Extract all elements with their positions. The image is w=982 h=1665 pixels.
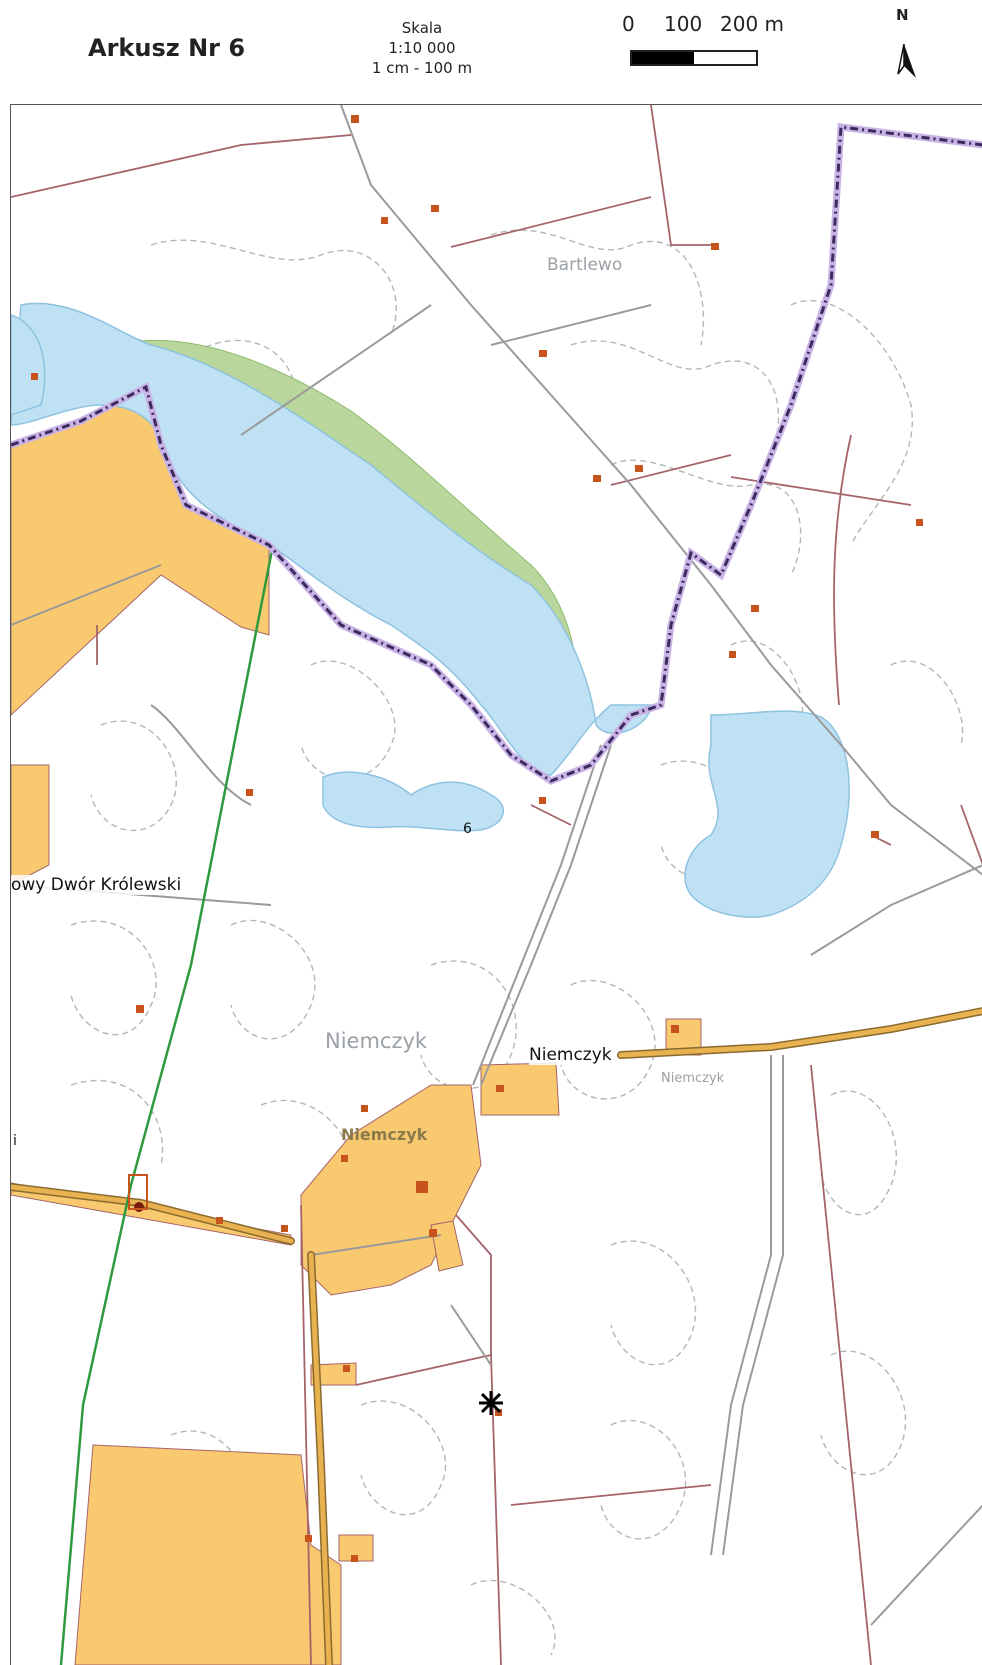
topo-label-niemczyk-village: Niemczyk [341,1125,428,1144]
edge-letter-label: i [13,1133,17,1149]
monument-star-icon [479,1391,503,1415]
map-area[interactable]: Bartlewo Niemczyk Niemczyk Niemczyk owy … [10,104,982,1665]
lake-west-edge [11,314,46,416]
lake-east [684,710,850,918]
sheet-number-label: 6 [463,821,472,837]
topo-label-bartlewo: Bartlewo [547,255,623,275]
built-up-south-1 [430,1220,464,1272]
admin-boundary [11,123,982,785]
topo-label-niemczyk-large: Niemczyk [325,1029,428,1053]
scale-info: Skala 1:10 000 1 cm - 100 m [352,18,492,78]
built-up-west-2 [11,764,50,886]
topo-label-niemczyk-small: Niemczyk [661,1071,725,1086]
built-up-south-3 [338,1534,374,1562]
scalebar-black-segment [632,52,694,64]
scalebar [630,50,758,66]
scalebar-label-200: 200 m [720,12,785,36]
place-label-niemczyk: Niemczyk [529,1045,612,1065]
minor-roads [11,105,982,1626]
north-label: N [896,6,909,24]
map-header: Arkusz Nr 6 Skala 1:10 000 1 cm - 100 m … [0,0,982,98]
scale-caption: Skala [401,19,443,37]
green-boundary-line [59,544,275,1665]
contour-lines [50,229,964,1656]
parcel-borders [11,105,982,1665]
lake-pond [322,771,505,832]
scalebar-label-0: 0 [622,12,635,36]
scale-ratio: 1:10 000 [388,39,456,57]
map-canvas [11,105,982,1665]
built-up-southwest [74,1444,342,1665]
built-up-niemczyk-east [480,1062,560,1116]
place-label-nowy-dwor: owy Dwór Królewski [11,875,182,895]
lake-main [11,302,652,776]
scale-equivalence: 1 cm - 100 m [371,59,473,77]
north-arrow-icon [897,43,916,78]
scalebar-label-100: 100 [664,12,703,36]
building-markers [31,115,923,1562]
sheet-title: Arkusz Nr 6 [88,34,246,62]
water-bodies [11,302,850,918]
